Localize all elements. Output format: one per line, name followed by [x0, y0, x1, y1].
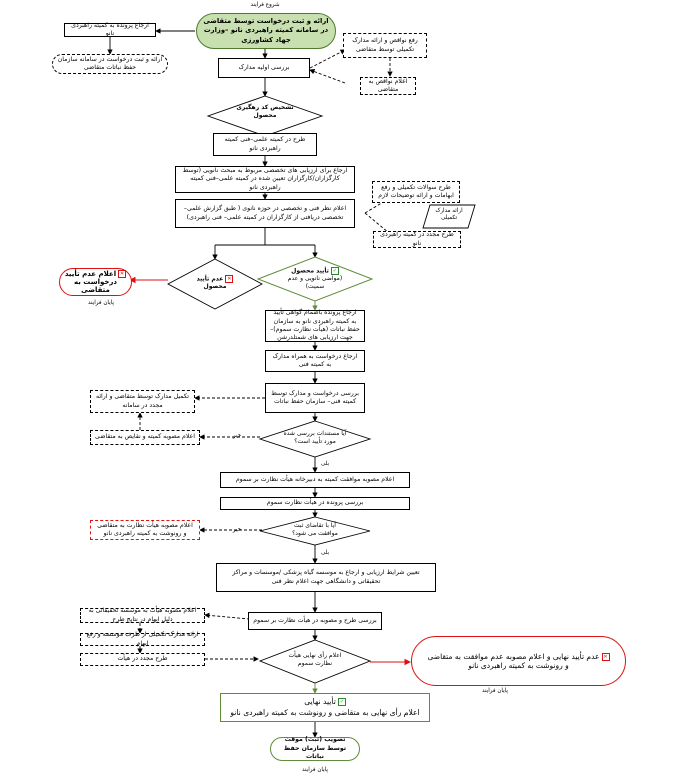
refer-to-committee-box: ارجاع پرونده به کمیته راهبردی نانو — [64, 22, 156, 37]
decision-docs-approved: آیا مستندات بررسی شده مورد تأیید است؟ — [283, 430, 347, 445]
end-label-2: پایان فرایند — [482, 688, 508, 694]
x-icon: ✕ — [601, 653, 610, 661]
notify-rejection-oval: ✕اعلام عدم تأیید درخواست به متقاضی — [59, 268, 132, 296]
no-label-1: خیر — [232, 433, 242, 439]
no-label-2: خیر — [232, 527, 242, 533]
end-label-3: پایان فرایند — [302, 767, 328, 773]
yes-label-1: بلی — [320, 461, 330, 467]
supplementary-docs-label: ارائه مدارک تکمیلی — [435, 208, 463, 221]
complete-docs-box: تکمیل مدارک توسط متقاضی و ارائه مجدد در … — [90, 390, 195, 413]
decision-registration-agreed: آیا با تقاضای ثبت موافقت می شود؟ — [292, 522, 338, 537]
resubmit-board-box: طرح مجدد در هیأت — [80, 653, 205, 666]
check-icon: ✓ — [337, 697, 346, 706]
yes-label-2: بلی — [320, 550, 330, 556]
check-icon: ✓ — [330, 267, 339, 275]
committee-review-box: طرح در کمیته علمی–فنی کمیته راهبردی نانو — [213, 133, 317, 156]
end-label-1: پایان فرایند — [88, 300, 114, 306]
notify-deficiency-box: اعلام نواقص به متقاضی — [360, 77, 416, 95]
notify-board-reject-box: اعلام مصوبه هیأت نظارت به متقاضی و رونوش… — [90, 520, 200, 540]
notify-approval-box: اعلام مصوبه موافقت کمیته به دبیرخانه هیأ… — [220, 472, 410, 488]
resubmit-box: طرح مجدد در کمیته راهبردی نانو — [373, 231, 461, 248]
submit-extra-docs-box: ارائه مدارک تکمیلی از طرف موسسه و رفع اب… — [80, 631, 205, 647]
final-rejection-oval: ✕عدم تأیید نهایی و اعلام مصوبه عدم موافق… — [411, 636, 626, 686]
approval-sub: (مواضی نانویی و عدم سمیت) — [287, 275, 343, 291]
final-approval-body: اعلام رأی نهایی به متقاضی و رونوشت به کم… — [230, 707, 420, 717]
review-technical-box: بررسی درخواست و مدارک توسط کمیته فنی– سا… — [265, 383, 365, 413]
refer-file-box: ارجاع پرونده باضمام گواهی تأیید به کمیته… — [265, 309, 365, 342]
x-icon: ✕ — [118, 270, 127, 278]
decision-tracking-code: تشخیص کد رهگیری محصول — [236, 104, 294, 119]
final-approval-title: تأیید نهایی — [304, 696, 336, 706]
x-icon: ✕ — [225, 275, 234, 283]
decision-final-vote: اعلام رأی نهایی هیأت نظارت سموم — [288, 652, 342, 667]
questions-raised-box: طرح سوالات تکمیلی و رفع ابهامات و ارائه … — [372, 181, 460, 203]
start-node: ارائه و ثبت درخواست توسط متقاضی در سامان… — [196, 13, 336, 49]
registration-oval: تصویب (ثبت) موقت توسط سازمان حفظ نباتات — [270, 736, 360, 761]
final-opinion-box: اعلام نظر فنی و تخصصی در حوزه نانوی ( طب… — [175, 199, 355, 228]
refer-technical-box: ارجاع درخواست به همراه مدارک به کمیته فن… — [265, 350, 365, 372]
board-review-2-box: بررسی طرح و مصوبه در هیأت نظارت بر سموم — [248, 612, 382, 630]
review-pesticide-board-box: بررسی پرونده در هیأت نظارت سموم — [220, 497, 410, 510]
fix-deficiency-box: رفع نواقص و ارائه مدارک تکمیلی توسط متقا… — [343, 33, 427, 58]
notify-research-results-box: اعلام مصوبه هیأت به موسسه تحقیقاتی به دل… — [80, 607, 205, 623]
assign-experts-box: ارجاع برای ارزیابی های تخصصی مربوط به مب… — [175, 166, 355, 193]
final-approval-box: ✓تأیید نهایی اعلام رأی نهایی به متقاضی و… — [220, 693, 430, 722]
start-label: شروع فرایند — [250, 2, 280, 8]
set-conditions-box: تعیین شرایط ارزیابی و ارجاع به موسسه گیا… — [216, 563, 436, 592]
approval-decision: ✓تأیید محصول (مواضی نانویی و عدم سمیت) — [280, 267, 350, 291]
notify-committee-box: اعلام مصوبه کمیته و نقایص به متقاضی — [90, 430, 200, 445]
submit-food-system-box: ارائه و ثبت درخواست در سامانه سازمان حفظ… — [52, 54, 168, 74]
rejection-decision: ✕عدم تأیید محصول — [196, 275, 234, 291]
initial-review-box: بررسی اولیه مدارک — [218, 58, 310, 78]
